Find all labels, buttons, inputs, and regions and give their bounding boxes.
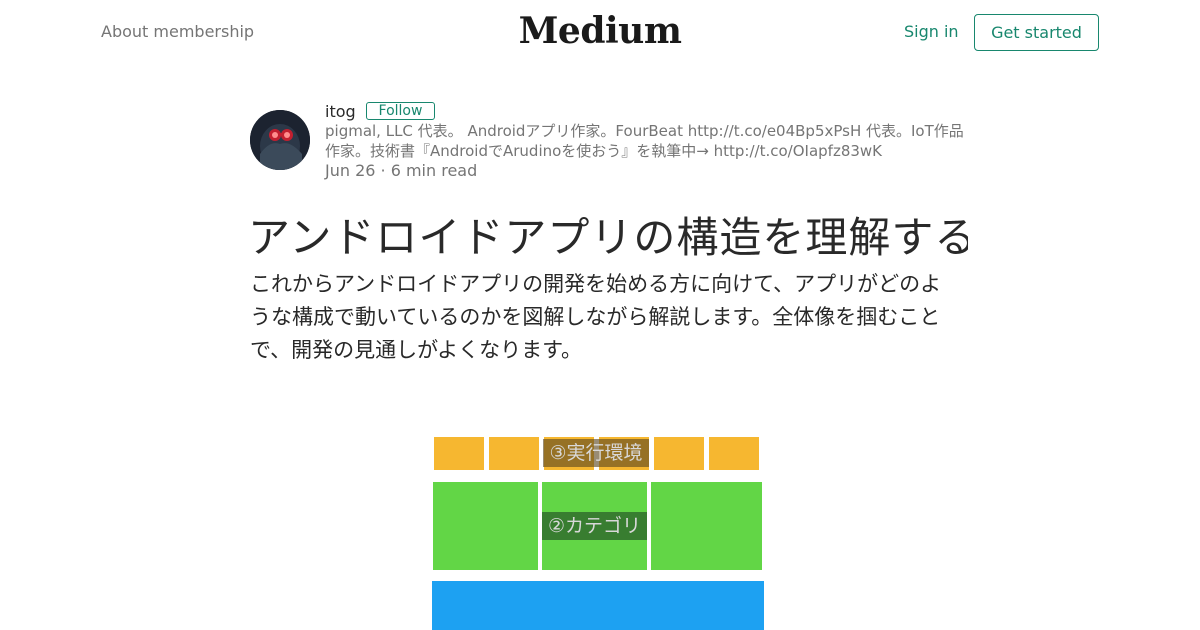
about-membership-link[interactable]: About membership: [101, 22, 255, 41]
follow-button[interactable]: Follow: [366, 102, 435, 120]
avatar-photo-icon: [250, 110, 310, 170]
exec-env-block-1: [434, 437, 484, 470]
category-block-1: [433, 482, 538, 570]
exec-env-block-2: [489, 437, 539, 470]
base-layer-block: [432, 581, 764, 630]
post-date-read-time: Jun 26 · 6 min read: [325, 161, 478, 180]
post-subtitle: これからアンドロイドアプリの開発を始める方に向けて、アプリがどのような構成で動い…: [250, 272, 942, 362]
post-title: アンドロイドアプリの構造を理解する: [248, 213, 968, 262]
architecture-diagram: ③実行環境 ②カテゴリ: [430, 430, 770, 630]
medium-logo: Medium: [0, 10, 1200, 52]
author-avatar[interactable]: [250, 110, 310, 170]
medium-logo-text[interactable]: Medium: [518, 10, 682, 52]
get-started-button[interactable]: Get started: [974, 14, 1099, 51]
sign-in-link[interactable]: Sign in: [904, 22, 959, 41]
exec-env-block-5: [654, 437, 704, 470]
category-block-3: [651, 482, 762, 570]
top-navigation-bar: About membership Medium Sign in Get star…: [0, 0, 1200, 65]
exec-env-label: ③実行環境: [543, 439, 649, 467]
author-bio: pigmal, LLC 代表。 Androidアプリ作家。FourBeat ht…: [325, 122, 964, 160]
exec-env-block-6: [709, 437, 759, 470]
category-label: ②カテゴリ: [542, 512, 647, 540]
author-name[interactable]: itog: [325, 102, 356, 121]
